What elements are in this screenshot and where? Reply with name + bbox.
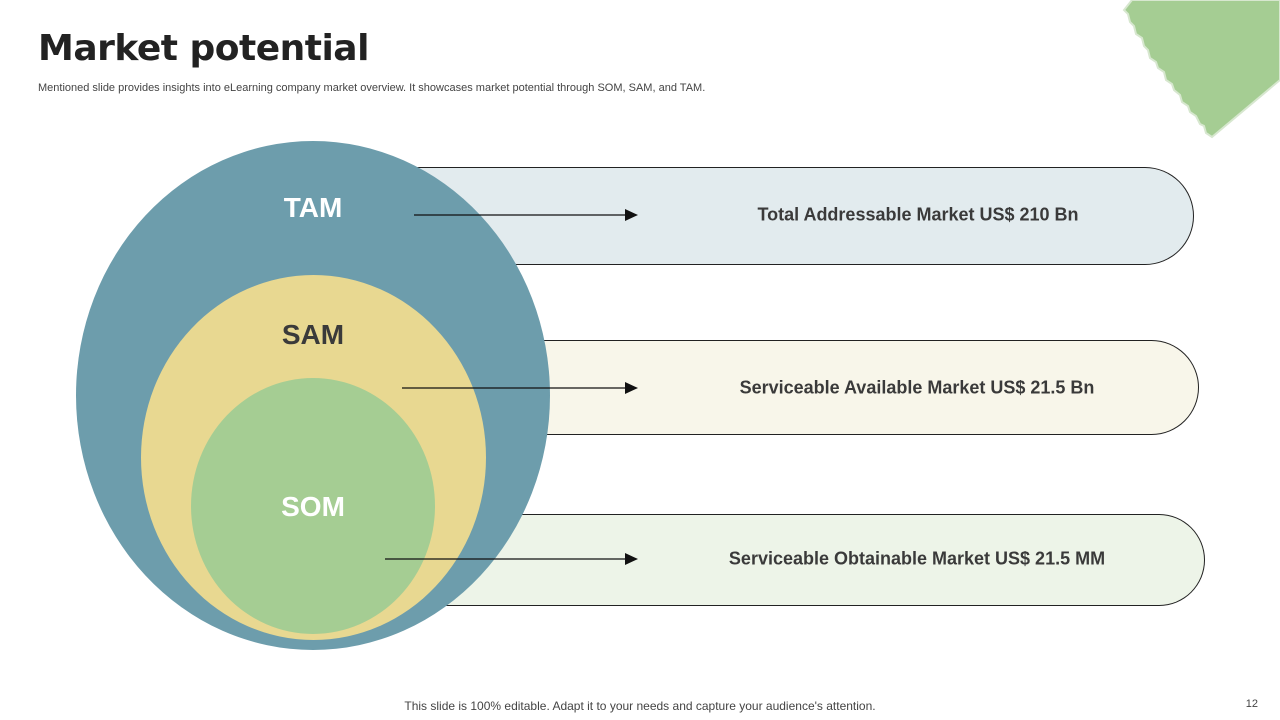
tam-label: TAM — [283, 192, 343, 223]
som-description: Serviceable Obtainable Market US$ 21.5 M… — [728, 548, 1106, 569]
page-title: Market potential — [38, 28, 369, 69]
sam-label: SAM — [281, 319, 345, 350]
corner-decoration — [1122, 0, 1280, 139]
som-circle — [191, 378, 435, 634]
page-subtitle: Mentioned slide provides insights into e… — [38, 82, 706, 94]
page-number: 12 — [1245, 698, 1258, 710]
som-label: SOM — [281, 491, 345, 522]
sam-description: Serviceable Available Market US$ 21.5 Bn — [739, 377, 1095, 398]
som-band — [400, 514, 1205, 606]
tam-band — [400, 167, 1194, 265]
footer-note: This slide is 100% editable. Adapt it to… — [404, 699, 876, 713]
tam-description: Total Addressable Market US$ 210 Bn — [757, 204, 1079, 225]
